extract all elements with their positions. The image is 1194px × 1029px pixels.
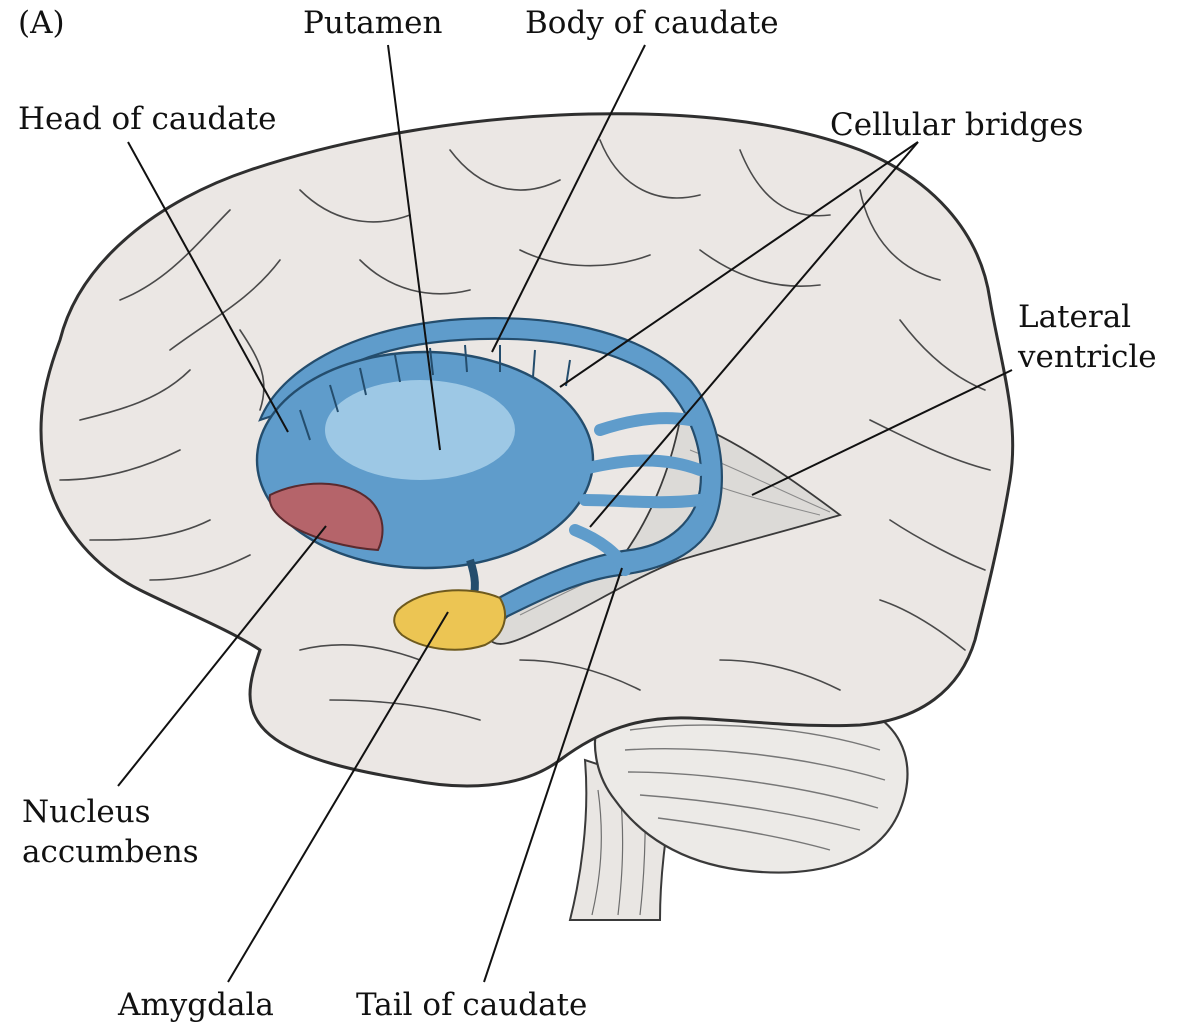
panel-label: (A): [18, 3, 65, 43]
label-nucleus-accumbens-line2: accumbens: [22, 832, 199, 872]
label-cellular-bridges: Cellular bridges: [830, 105, 1083, 145]
label-lateral-ventricle-line1: Lateral: [1018, 297, 1157, 337]
label-amygdala: Amygdala: [118, 985, 274, 1025]
label-putamen: Putamen: [303, 3, 442, 43]
label-lateral-ventricle: Lateral ventricle: [1018, 297, 1157, 377]
label-body-of-caudate: Body of caudate: [525, 3, 779, 43]
label-nucleus-accumbens-line1: Nucleus: [22, 792, 199, 832]
label-tail-of-caudate: Tail of caudate: [356, 985, 587, 1025]
label-nucleus-accumbens: Nucleus accumbens: [22, 792, 199, 872]
label-head-of-caudate: Head of caudate: [18, 99, 277, 139]
label-lateral-ventricle-line2: ventricle: [1018, 337, 1157, 377]
